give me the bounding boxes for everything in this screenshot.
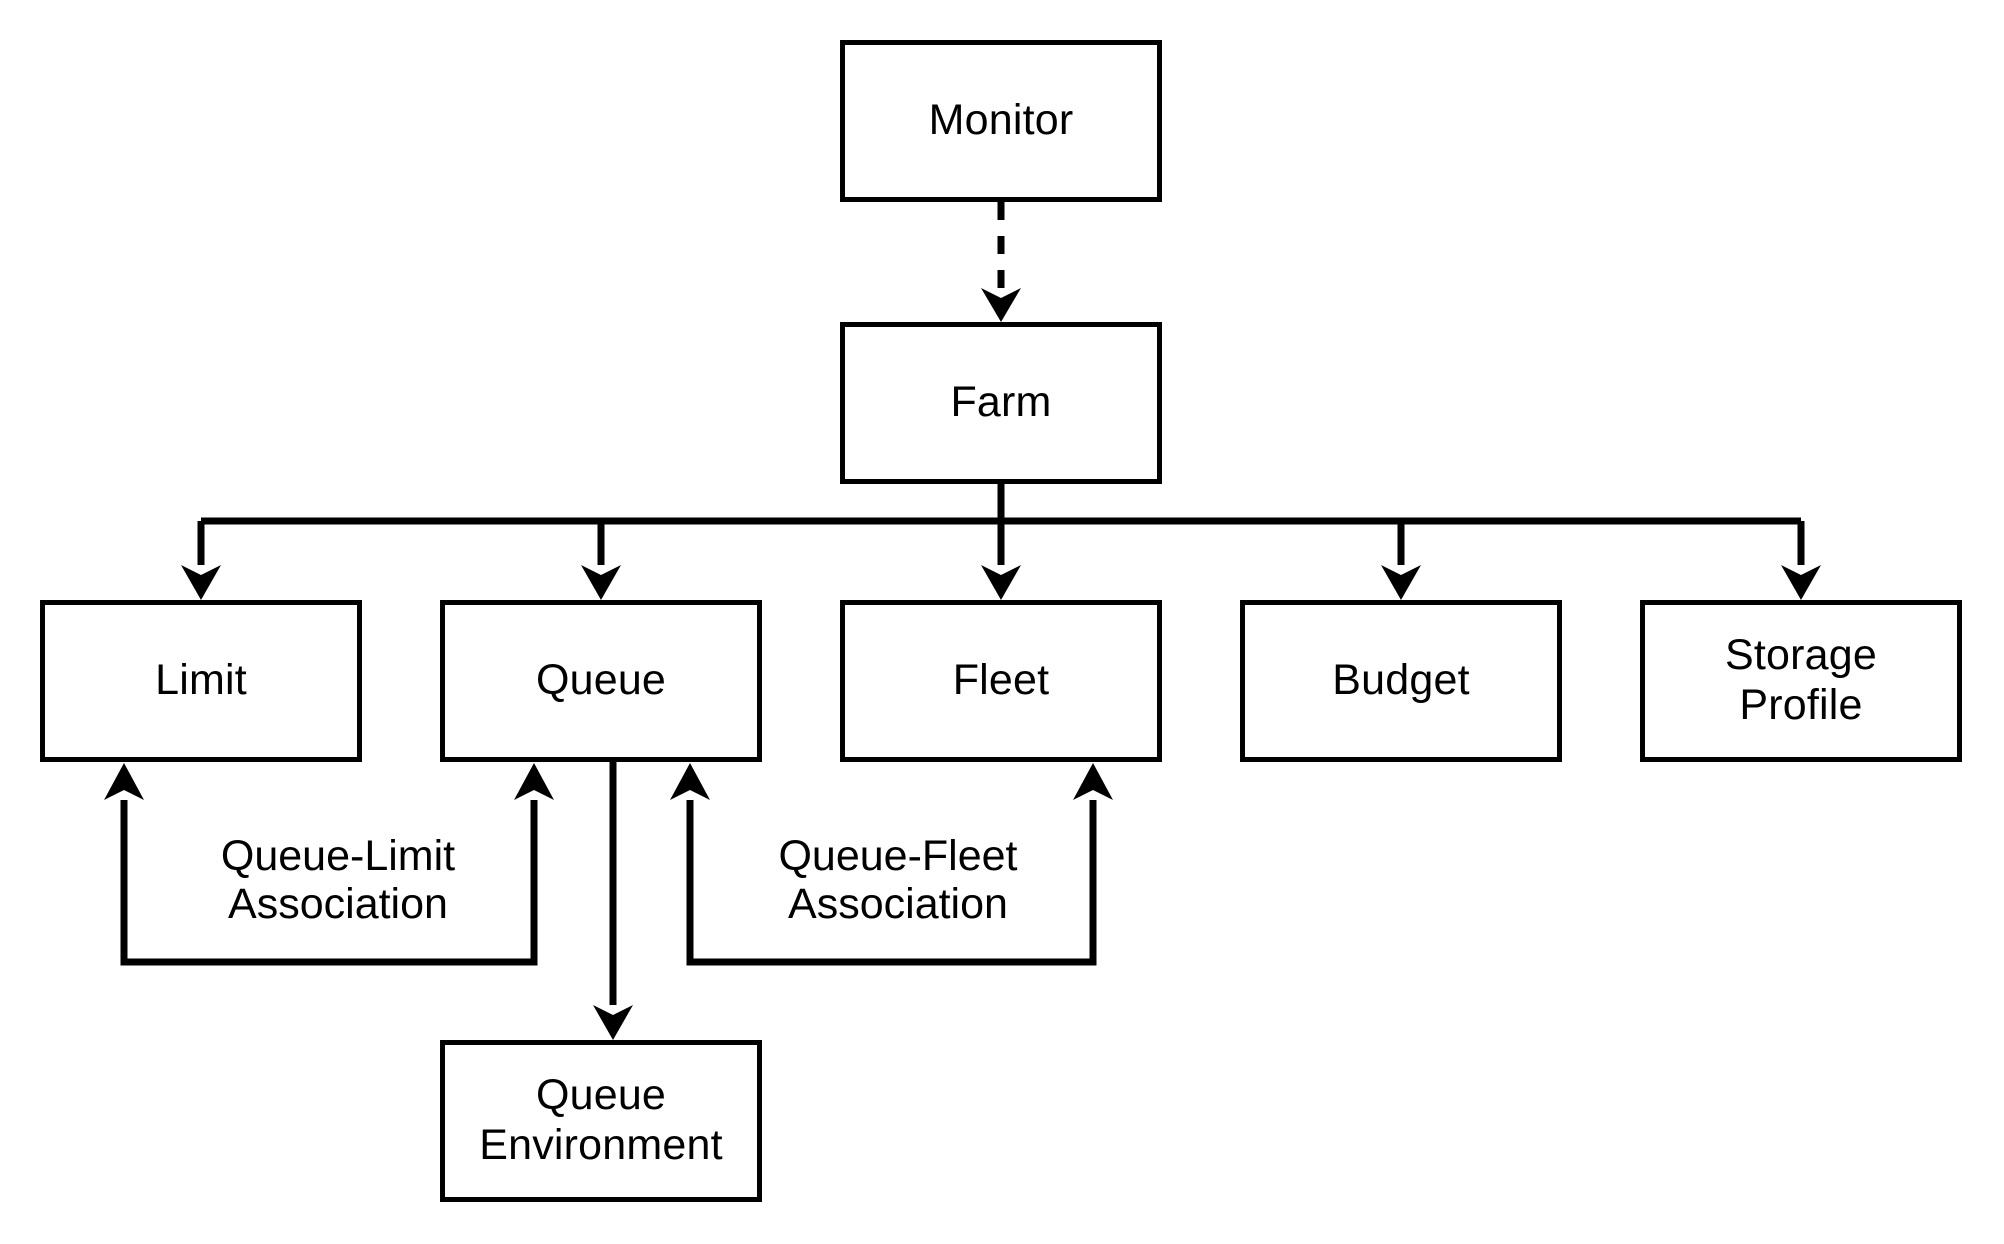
edge-monitor-farm bbox=[981, 202, 1021, 322]
node-budget-label: Budget bbox=[1332, 656, 1470, 705]
edge-label-queue-fleet-association: Queue-Fleet Association bbox=[712, 830, 1084, 931]
edge-label-queue-limit-association: Queue-Limit Association bbox=[152, 830, 524, 931]
node-limit-label: Limit bbox=[155, 656, 247, 705]
edge-farm-bus bbox=[201, 484, 1801, 525]
node-fleet-label: Fleet bbox=[952, 656, 1050, 705]
edge-farm-limit bbox=[181, 521, 221, 600]
edge-farm-fleet bbox=[981, 521, 1021, 600]
node-budget[interactable]: Budget bbox=[1240, 600, 1562, 762]
node-fleet[interactable]: Fleet bbox=[840, 600, 1162, 762]
node-queue-environment-label: Queue Environment bbox=[479, 1071, 723, 1169]
edge-farm-storage-profile bbox=[1781, 521, 1821, 600]
node-monitor[interactable]: Monitor bbox=[840, 40, 1162, 202]
node-queue[interactable]: Queue bbox=[440, 600, 762, 762]
node-farm-label: Farm bbox=[950, 378, 1052, 427]
edge-farm-budget bbox=[1381, 521, 1421, 600]
node-limit[interactable]: Limit bbox=[40, 600, 362, 762]
node-queue-environment[interactable]: Queue Environment bbox=[440, 1040, 762, 1202]
node-monitor-label: Monitor bbox=[928, 96, 1074, 145]
node-queue-label: Queue bbox=[535, 656, 667, 705]
node-storage-profile-label: Storage Profile bbox=[1724, 631, 1877, 729]
edge-queue-fleet-association bbox=[670, 763, 1113, 966]
edge-farm-queue bbox=[581, 521, 621, 600]
node-storage-profile[interactable]: Storage Profile bbox=[1640, 600, 1962, 762]
node-farm[interactable]: Farm bbox=[840, 322, 1162, 484]
edge-queue-queue-environment bbox=[593, 762, 633, 1040]
edge-queue-limit-association bbox=[104, 763, 554, 966]
